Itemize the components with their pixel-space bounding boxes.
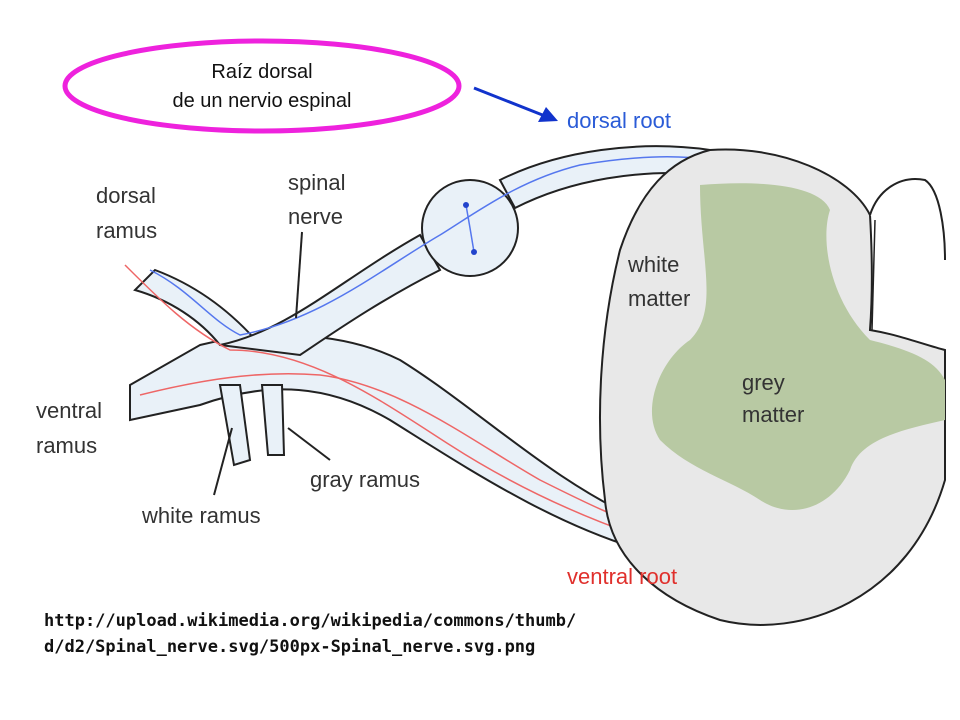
dorsal-ramus-shape: [133, 268, 263, 346]
callout-ellipse: [62, 38, 462, 134]
callout-line-1: Raíz dorsal: [211, 61, 312, 83]
ventral-root-label: ventral root: [567, 564, 677, 589]
grey-matter-label-1: grey: [742, 370, 785, 395]
dorsal-ramus-label-2: ramus: [96, 218, 157, 243]
ventral-ramus-label-2: ramus: [36, 433, 97, 458]
callout-arrow-head: [538, 107, 558, 122]
callout-line-2: de un nervio espinal: [172, 90, 351, 112]
median-fissure: [869, 178, 946, 261]
motor-fiber-line-2: [139, 372, 661, 531]
spinal-nerve-label-1: spinal: [288, 170, 345, 195]
white-matter-label-2: matter: [628, 286, 690, 311]
ventral-ramus-label-1: ventral: [36, 398, 102, 423]
spinal-nerve-leader: [295, 231, 303, 319]
motor-fiber-line: [124, 264, 651, 541]
dorsal-root-label: dorsal root: [567, 108, 671, 133]
posterior-septum: [871, 219, 876, 331]
ganglion-dot-top: [463, 202, 469, 208]
gray-ramus-shape: [260, 384, 286, 456]
spinal-cord: [599, 148, 946, 626]
spinal-nerve-label-2: nerve: [288, 204, 343, 229]
white-ramus-leader: [213, 427, 233, 496]
sensory-fiber-line: [149, 155, 711, 336]
gray-ramus-label: gray ramus: [310, 467, 420, 492]
dorsal-ramus-label-1: dorsal: [96, 183, 156, 208]
white-matter-label-1: white: [627, 252, 679, 277]
white-ramus-label: white ramus: [141, 503, 261, 528]
source-url-text: http://upload.wikimedia.org/wikipedia/co…: [44, 611, 577, 657]
grey-matter-label-2: matter: [742, 402, 804, 427]
ganglion-dot-bottom: [471, 249, 477, 255]
callout-arrow-shaft: [473, 86, 546, 118]
spinal-nerve-shape: [219, 233, 442, 357]
gray-ramus-leader: [287, 427, 331, 461]
grey-matter-shape: [651, 183, 945, 510]
ganglion-fiber: [465, 204, 475, 253]
